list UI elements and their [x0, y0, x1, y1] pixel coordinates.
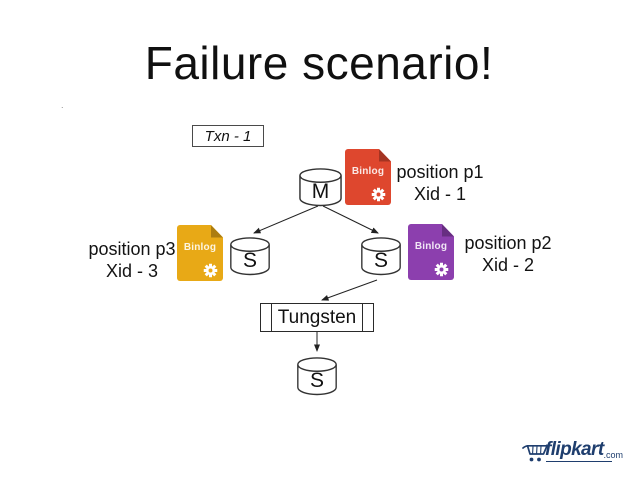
tungsten-box: Tungsten [260, 303, 374, 332]
master-node: M [298, 167, 343, 207]
tungsten-divider-left [271, 304, 273, 331]
position-p2-label: position p2 Xid - 2 [452, 232, 564, 276]
database-cylinder-icon [297, 357, 337, 396]
gear-icon [203, 263, 218, 278]
database-cylinder-icon [361, 237, 401, 276]
position-p3-label: position p3 Xid - 3 [78, 238, 186, 282]
cart-icon [522, 444, 548, 462]
binlog-label: Binlog [414, 241, 448, 252]
gear-icon [434, 262, 449, 277]
slave-right-label: S [373, 249, 388, 272]
gear-icon [371, 187, 386, 202]
arrow-slave-right-to-tungsten [321, 279, 378, 301]
xid-line: Xid - 1 [413, 184, 467, 204]
slave-bottom-node: S [296, 356, 338, 396]
txn-label: Txn - 1 [204, 127, 252, 145]
slave-right-node: S [360, 236, 402, 276]
flipkart-logo: flipkart .com [522, 438, 623, 470]
binlog-document-icon-p2: Binlog [408, 224, 454, 280]
database-cylinder-icon [230, 237, 270, 276]
master-label: M [311, 180, 330, 203]
tungsten-label: Tungsten [277, 306, 357, 328]
binlog-label: Binlog [351, 166, 385, 177]
position-line: position p1 [396, 162, 484, 182]
binlog-document-icon-p3: Binlog [177, 225, 223, 281]
folded-corner-icon [211, 225, 223, 238]
binlog-label: Binlog [183, 242, 217, 253]
arrow-master-to-slave-right [322, 205, 379, 234]
brand-text: flipkart [545, 439, 604, 460]
position-p1-label: position p1 Xid - 1 [384, 161, 496, 205]
arrow-master-to-slave-left [253, 205, 319, 234]
tungsten-divider-right [361, 304, 363, 331]
brand-suffix: .com [603, 450, 624, 460]
position-line: position p3 [88, 239, 176, 259]
slave-left-label: S [242, 249, 257, 272]
slave-left-node: S [229, 236, 271, 276]
slave-bottom-label: S [309, 369, 324, 392]
stray-mark: . [61, 100, 64, 110]
logo-underline [546, 461, 612, 463]
xid-line: Xid - 2 [481, 255, 535, 275]
txn-label-box: Txn - 1 [192, 125, 264, 147]
folded-corner-icon [379, 149, 391, 162]
position-line: position p2 [464, 233, 552, 253]
slide-title: Failure scenario! [144, 37, 494, 89]
xid-line: Xid - 3 [105, 261, 159, 281]
database-cylinder-icon [299, 168, 342, 207]
